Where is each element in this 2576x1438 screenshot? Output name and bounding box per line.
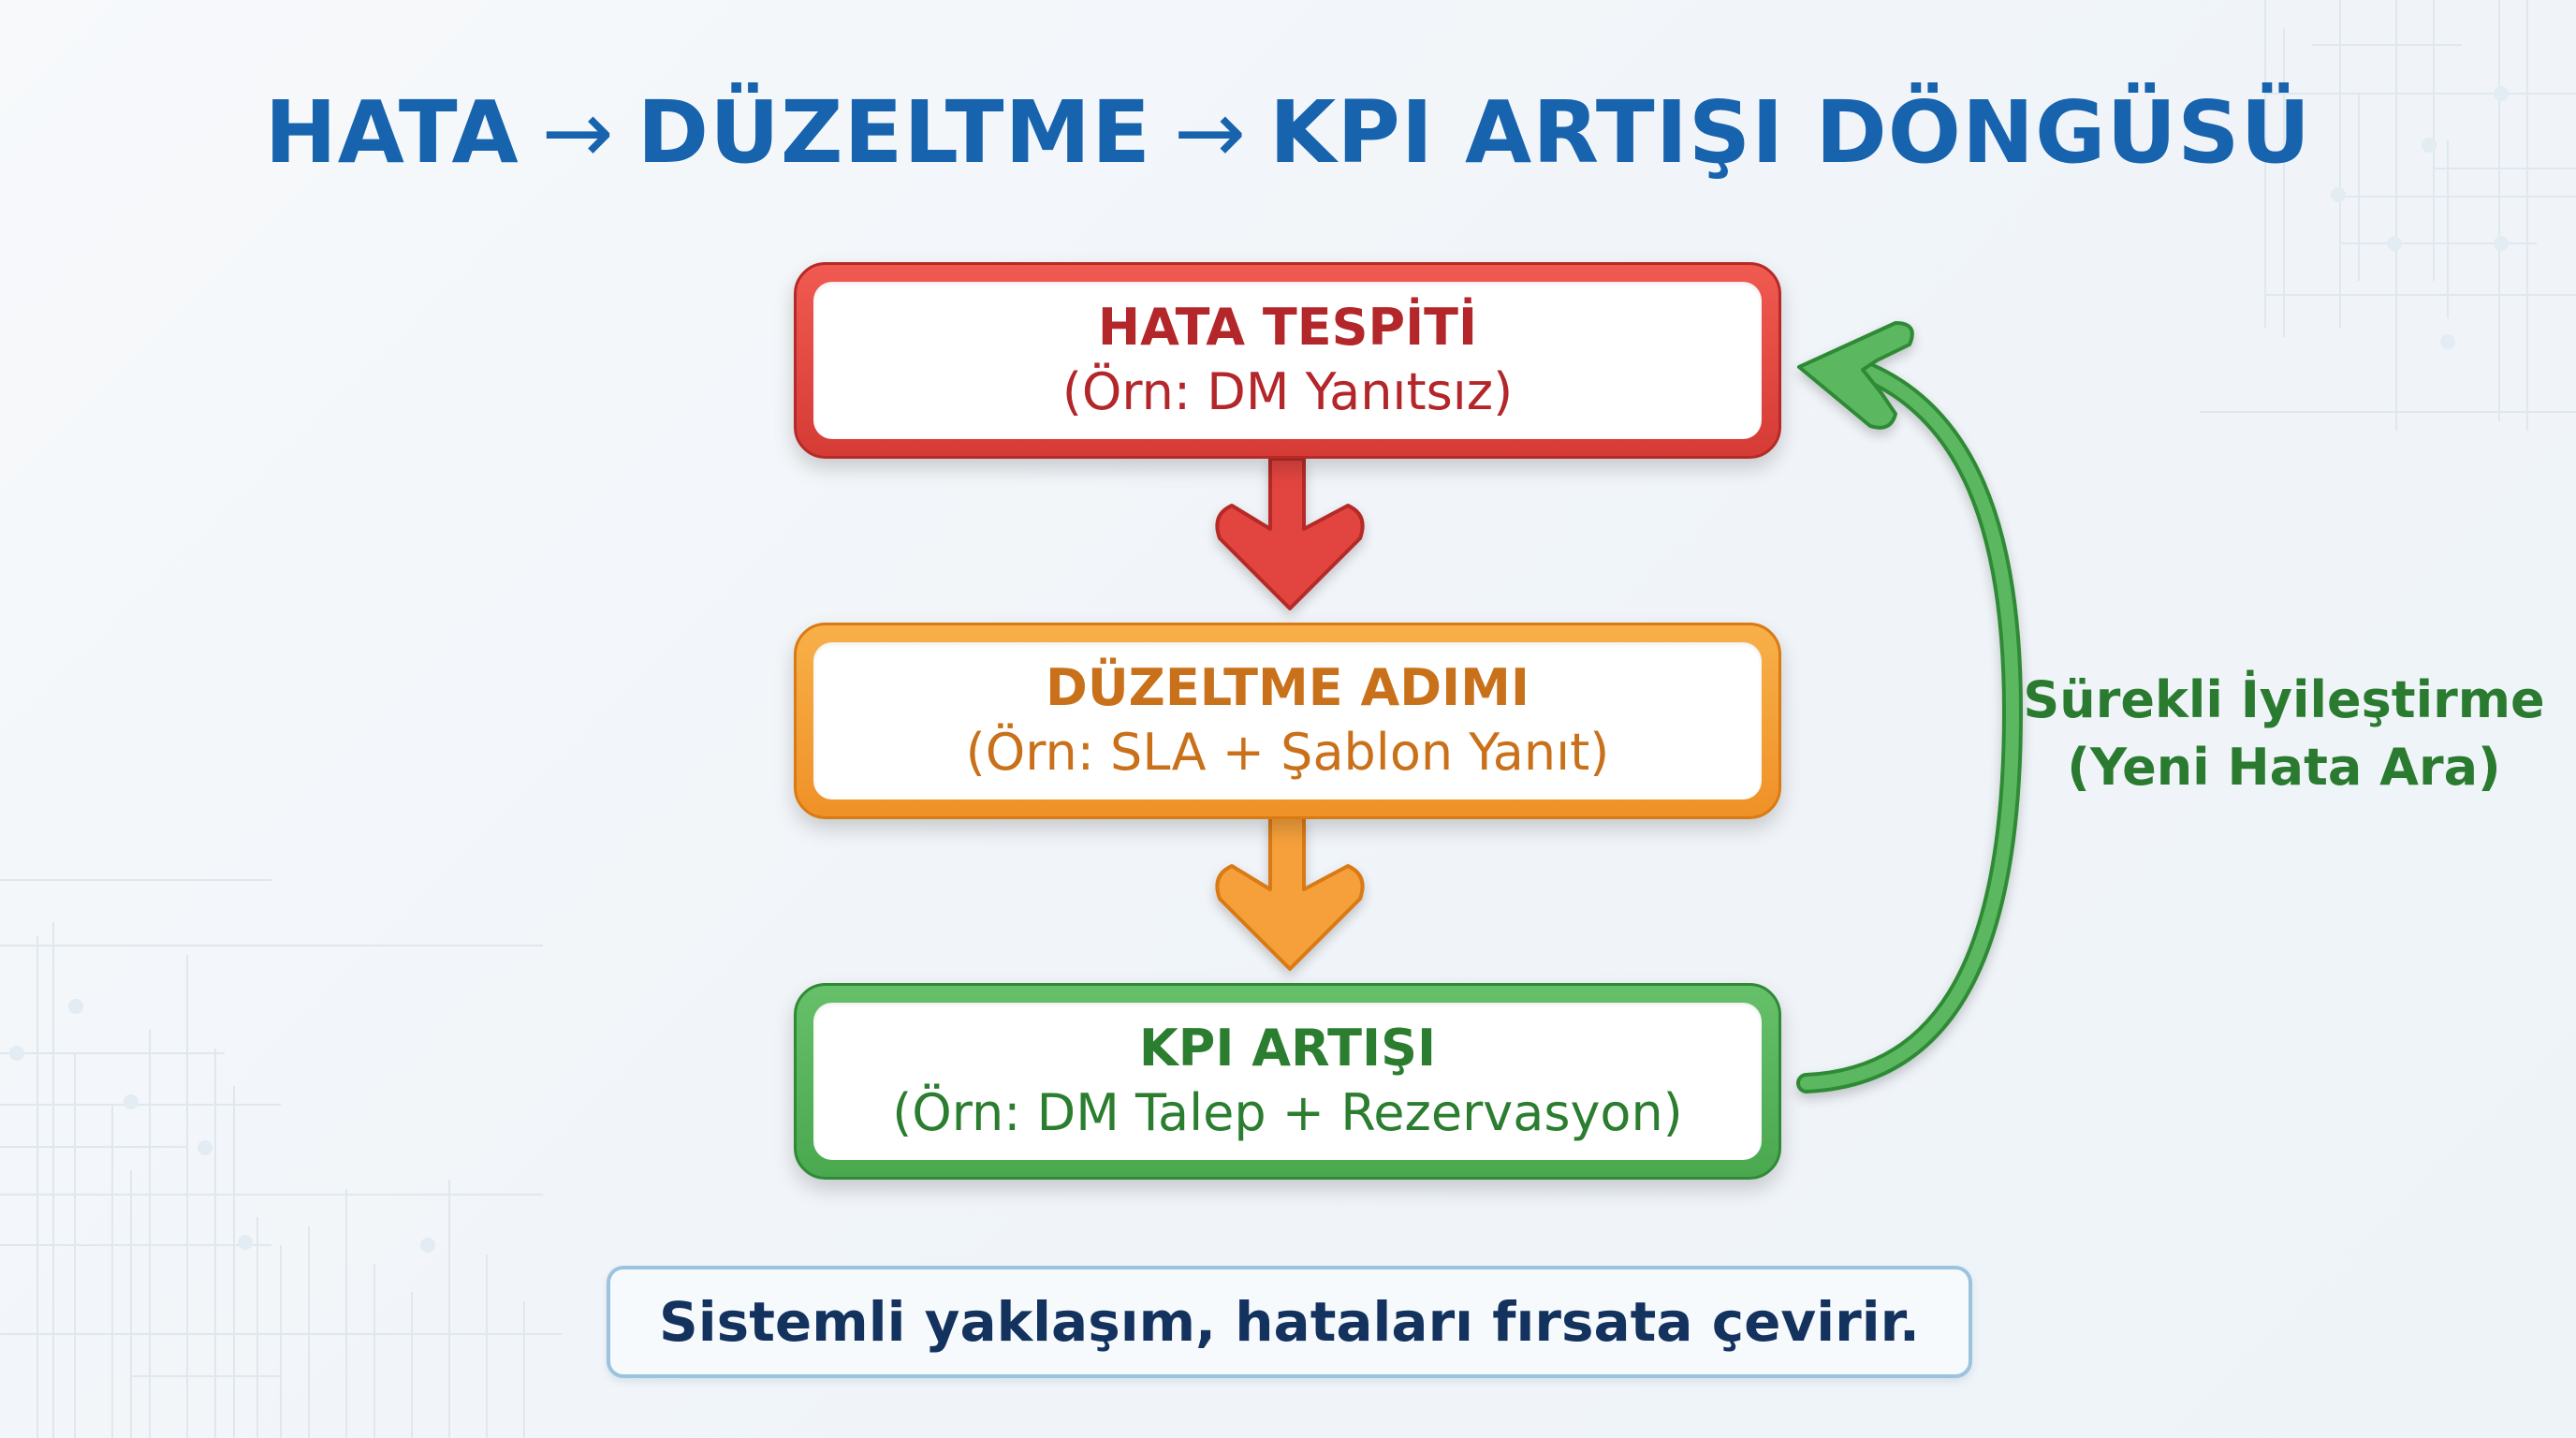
title-arrow-icon: → [1173,82,1248,183]
loop-label-line1: Sürekli İyileştirme [2023,670,2545,729]
loop-arrow-icon [1796,321,2024,1093]
title-part-error: HATA [264,82,520,183]
step-fix-action: DÜZELTME ADIMI (Örn: SLA + Şablon Yanıt) [794,623,1781,819]
step-example: (Örn: SLA + Şablon Yanıt) [965,723,1610,782]
down-arrow-icon [1215,815,1365,971]
title-arrow-icon: → [541,82,615,183]
summary-text: Sistemli yaklaşım, hataları fırsata çevi… [659,1290,1920,1354]
step-example: (Örn: DM Yanıtsız) [1061,362,1514,421]
step-error-detection: HATA TESPİTİ (Örn: DM Yanıtsız) [794,262,1781,459]
loop-label: Sürekli İyileştirme (Yeni Hata Ara) [2012,667,2555,801]
loop-label-line2: (Yeni Hata Ara) [2067,738,2501,797]
summary-banner: Sistemli yaklaşım, hataları fırsata çevi… [607,1266,1972,1378]
step-heading: DÜZELTME ADIMI [1046,658,1530,717]
title-part-kpi: KPI ARTIŞI DÖNGÜSÜ [1269,82,2312,183]
step-example: (Örn: DM Talep + Rezervasyon) [892,1083,1683,1142]
page-title: HATA→DÜZELTME→KPI ARTIŞI DÖNGÜSÜ [0,82,2576,183]
step-kpi-increase: KPI ARTIŞI (Örn: DM Talep + Rezervasyon) [794,983,1781,1180]
step-heading: KPI ARTIŞI [1138,1019,1437,1078]
step-heading: HATA TESPİTİ [1097,298,1478,357]
title-part-fix: DÜZELTME [637,82,1151,183]
down-arrow-icon [1215,457,1365,610]
